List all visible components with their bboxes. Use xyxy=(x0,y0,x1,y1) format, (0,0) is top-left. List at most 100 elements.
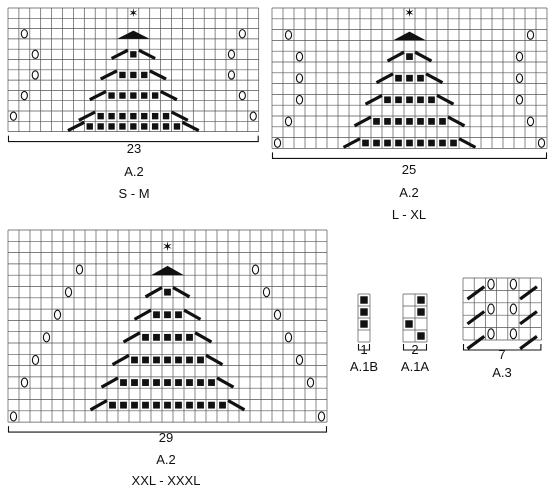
chart-grid-a3 xyxy=(462,277,542,351)
filled-square-icon xyxy=(130,51,137,58)
filled-square-icon xyxy=(86,123,93,130)
filled-square-icon xyxy=(151,112,159,120)
tree-top-triangle-icon xyxy=(117,30,150,39)
filled-square-icon xyxy=(164,311,171,319)
oval-bobble-icon xyxy=(251,264,260,275)
diagonal-line-icon xyxy=(172,286,191,299)
filled-square-icon xyxy=(197,356,204,364)
tree-top-triangle-icon xyxy=(393,31,426,41)
filled-square-icon xyxy=(119,71,126,79)
filled-square-icon xyxy=(417,118,424,125)
oval-bobble-icon xyxy=(487,303,495,315)
filled-square-icon xyxy=(186,379,193,386)
diagonal-line-icon xyxy=(386,50,405,63)
width-brace xyxy=(7,426,328,433)
chart-name-a2-xxl-xxxl: A.2 xyxy=(156,452,176,467)
chart-a2-l-xl: ✶ xyxy=(271,5,548,159)
oval-bobble-icon xyxy=(537,138,546,148)
diagonal-line-icon xyxy=(466,285,486,301)
filled-square-icon xyxy=(395,74,402,82)
filled-square-icon xyxy=(439,118,446,125)
filled-square-icon xyxy=(208,401,215,409)
filled-square-icon xyxy=(97,123,104,130)
chart-name-a1b: A.1B xyxy=(349,359,379,374)
filled-square-icon xyxy=(162,112,170,120)
filled-square-icon xyxy=(186,333,193,341)
chart-name-a1a: A.1A xyxy=(400,359,430,374)
filled-square-icon xyxy=(428,139,435,147)
oval-bobble-icon xyxy=(20,377,29,388)
filled-square-icon xyxy=(417,308,425,316)
oval-bobble-icon xyxy=(238,90,246,101)
diagonal-line-icon xyxy=(364,93,383,106)
filled-square-icon xyxy=(219,401,226,409)
filled-square-icon xyxy=(153,356,160,364)
oval-bobble-icon xyxy=(515,94,524,105)
filled-square-icon xyxy=(164,333,171,341)
oval-bobble-icon xyxy=(238,29,246,39)
filled-square-icon xyxy=(153,333,160,341)
diagonal-line-icon xyxy=(170,110,189,122)
filled-square-icon xyxy=(395,118,402,125)
chart-a3 xyxy=(462,277,543,351)
chart-a1a xyxy=(402,293,428,351)
size-label-a2-l-xl: L - XL xyxy=(391,207,427,222)
filled-square-icon xyxy=(360,296,368,304)
filled-square-icon xyxy=(130,71,137,79)
filled-square-icon xyxy=(173,123,181,130)
oval-bobble-icon xyxy=(20,29,28,39)
oval-bobble-icon xyxy=(9,411,18,422)
filled-square-icon xyxy=(175,356,182,364)
filled-square-icon xyxy=(439,139,446,147)
filled-square-icon xyxy=(395,96,402,104)
filled-square-icon xyxy=(164,401,171,409)
diagonal-line-icon xyxy=(205,353,224,366)
filled-square-icon xyxy=(130,123,137,130)
filled-square-icon xyxy=(120,379,127,386)
diagonal-line-icon xyxy=(89,89,107,102)
filled-square-icon xyxy=(384,139,391,147)
filled-square-icon xyxy=(186,401,193,409)
oval-bobble-icon xyxy=(249,111,257,121)
oval-bobble-icon xyxy=(526,30,535,40)
diagonal-line-icon xyxy=(375,72,394,85)
filled-square-icon xyxy=(164,288,171,296)
stitch-count-a3: 7 xyxy=(498,347,506,362)
oval-bobble-icon xyxy=(509,303,518,315)
diagonal-line-icon xyxy=(216,376,235,389)
oval-bobble-icon xyxy=(306,377,315,388)
filled-square-icon xyxy=(450,139,457,147)
filled-square-icon xyxy=(428,118,435,125)
diagonal-line-icon xyxy=(99,69,118,81)
oval-bobble-icon xyxy=(317,411,326,422)
filled-square-icon xyxy=(108,112,115,120)
diagonal-line-icon xyxy=(414,50,433,63)
oval-bobble-icon xyxy=(53,309,62,320)
diagonal-line-icon xyxy=(89,399,108,412)
filled-square-icon xyxy=(108,92,115,99)
filled-square-icon xyxy=(142,356,149,364)
oval-bobble-icon xyxy=(284,30,293,40)
filled-square-icon xyxy=(175,379,182,386)
size-label-a2-s-m: S - M xyxy=(118,186,150,201)
oval-bobble-icon xyxy=(284,332,293,343)
filled-square-icon xyxy=(151,123,159,130)
filled-square-icon xyxy=(186,356,193,364)
filled-square-icon xyxy=(119,112,126,120)
filled-square-icon xyxy=(119,123,126,130)
stitch-count-a2-xxl-xxxl: 29 xyxy=(158,430,174,445)
filled-square-icon xyxy=(417,332,425,340)
chart-grid-a2-xxl-xxxl: ✶ xyxy=(7,229,328,433)
filled-square-icon xyxy=(417,74,424,82)
diagonal-line-icon xyxy=(194,331,213,344)
diagonal-line-icon xyxy=(447,115,466,128)
oval-bobble-icon xyxy=(227,70,236,80)
filled-square-icon xyxy=(142,401,149,409)
filled-square-icon xyxy=(384,96,391,104)
filled-square-icon xyxy=(141,71,148,79)
width-brace xyxy=(7,135,259,143)
oval-bobble-icon xyxy=(295,73,304,84)
filled-square-icon xyxy=(384,118,391,125)
filled-square-icon xyxy=(406,139,413,147)
stitch-count-a2-s-m: 23 xyxy=(126,141,142,156)
